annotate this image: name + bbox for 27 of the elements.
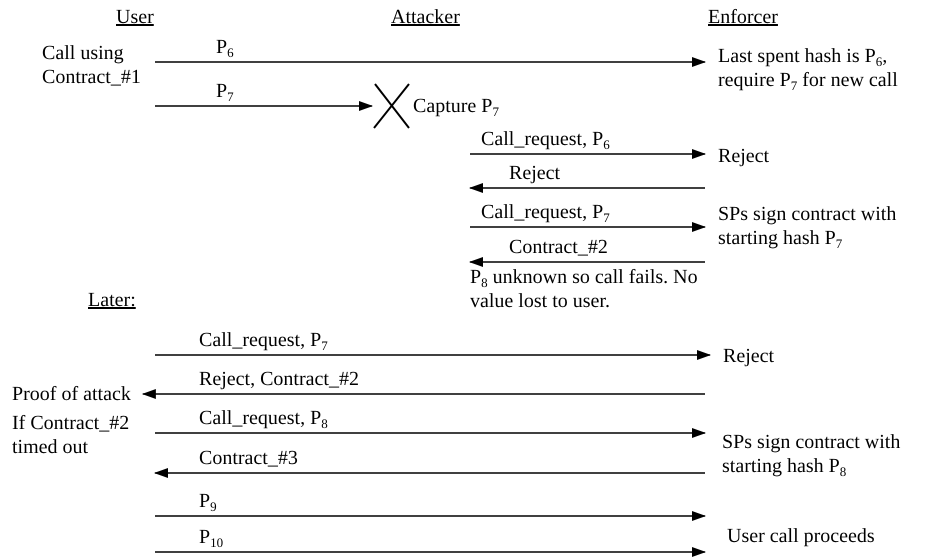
message-note: If Contract_#2 timed out <box>12 411 130 459</box>
message-arrow <box>155 511 706 521</box>
message-arrow <box>142 389 705 399</box>
message-arrow <box>154 468 705 478</box>
message-arrow <box>470 149 706 159</box>
message-note: Reject <box>718 144 770 168</box>
message-arrow <box>155 428 706 438</box>
message-arrow <box>155 350 711 360</box>
column-heading: Later: <box>88 288 136 312</box>
message-note: Proof of attack <box>12 382 131 406</box>
message-arrow <box>155 57 706 67</box>
message-arrow <box>469 183 705 193</box>
message-arrow <box>469 257 705 267</box>
message-note: P$_{8}$ unknown so call fails. No value lost to user. <box>470 265 699 313</box>
column-heading: User <box>116 5 154 29</box>
message-note: User call proceeds <box>727 524 875 548</box>
message-note: SPs sign contract with starting hash P$_{8}$ <box>722 430 902 478</box>
column-heading: Attacker <box>391 5 460 29</box>
message-arrow <box>155 101 373 111</box>
column-heading: Enforcer <box>708 5 778 29</box>
message-arrow <box>155 547 706 557</box>
message-note: SPs sign contract with starting hash P$_{7}$ <box>718 202 898 250</box>
message-note: Reject <box>723 344 774 368</box>
message-arrow <box>470 222 706 232</box>
cross-mark <box>372 82 412 130</box>
message-note: Last spent hash is P$_{6}$, require P$_{7}$ for new call <box>718 44 899 92</box>
message-note: Call using Contract_#1 <box>42 41 142 89</box>
